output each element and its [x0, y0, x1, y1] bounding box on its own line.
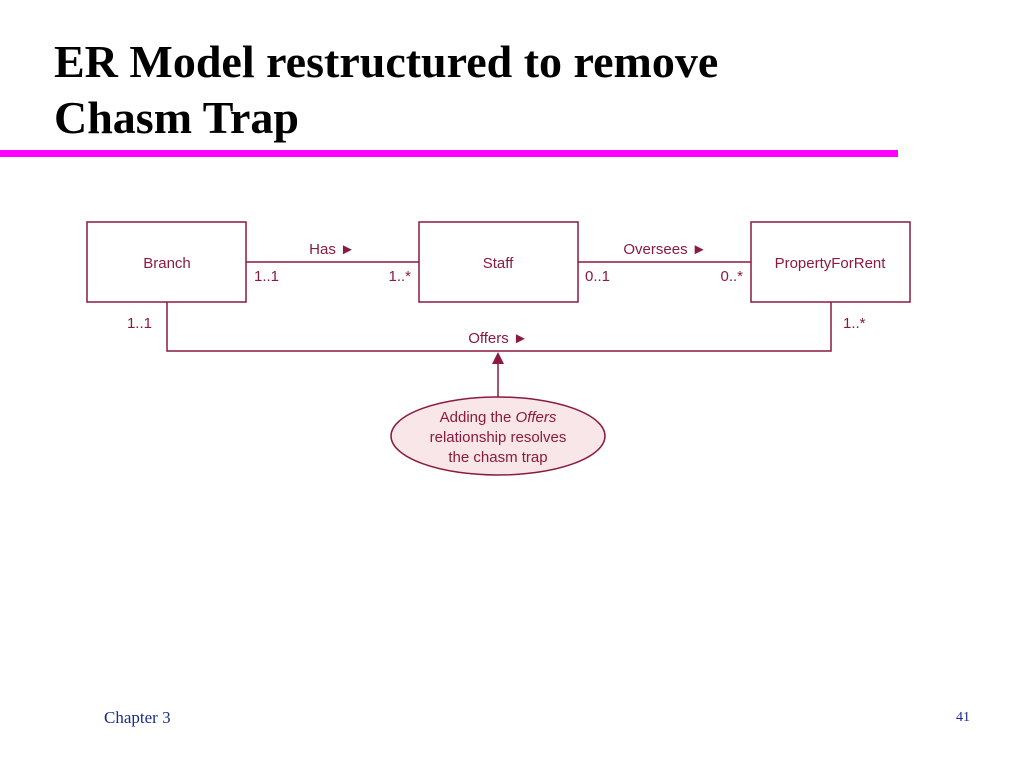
note-arrowhead — [492, 352, 504, 364]
footer-chapter: Chapter 3 — [104, 708, 171, 727]
has-left-multiplicity: 1..1 — [254, 268, 279, 285]
offers-left-multiplicity: 1..1 — [127, 315, 152, 332]
offers-label: Offers ► — [468, 330, 528, 347]
note-line-1-emphasis: Offers — [516, 409, 557, 426]
title-line-2: Chasm Trap — [54, 92, 299, 143]
note-ellipse — [390, 396, 606, 476]
offers-right-multiplicity: 1..* — [843, 315, 866, 332]
has-right-multiplicity: 1..* — [388, 268, 411, 285]
oversees-right-multiplicity: 0..* — [720, 268, 743, 285]
title-line-1: ER Model restructured to remove — [54, 36, 719, 87]
note-line-1-prefix: Adding the — [440, 409, 516, 426]
entity-branch-label: Branch — [143, 255, 191, 272]
note-line-2: relationship resolves — [430, 429, 567, 446]
slide-title: ER Model restructured to remove Chasm Tr… — [54, 34, 914, 146]
entity-branch-box — [86, 221, 247, 303]
page-number: 41 — [956, 710, 970, 725]
note-line-3: the chasm trap — [448, 449, 547, 466]
offers-relationship-line — [166, 302, 832, 352]
oversees-label: Oversees ► — [623, 241, 706, 258]
has-label: Has ► — [309, 241, 355, 258]
entity-staff-label: Staff — [483, 255, 514, 272]
entity-property-label: PropertyForRent — [775, 255, 887, 272]
note-line-1: Adding the Offers — [440, 409, 557, 426]
oversees-left-multiplicity: 0..1 — [585, 268, 610, 285]
title-underline — [0, 150, 898, 157]
